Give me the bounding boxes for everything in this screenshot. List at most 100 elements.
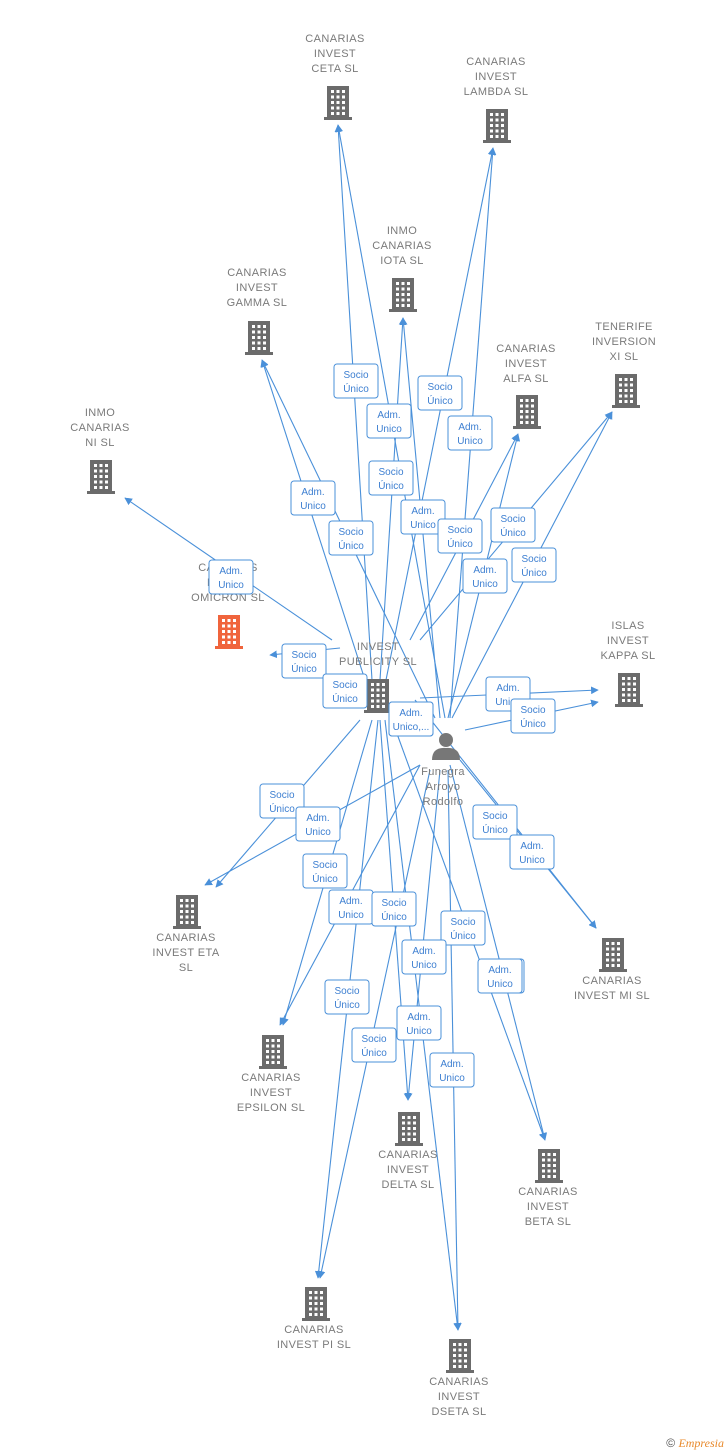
building-icon[interactable] (389, 278, 417, 312)
relation-badge[interactable]: Adm.Unico (295, 806, 341, 842)
badge-label-line: Socio (361, 1034, 386, 1045)
building-icon[interactable] (173, 895, 201, 929)
building-icon[interactable] (302, 1287, 330, 1321)
relation-badge[interactable]: Adm.Unico (290, 480, 336, 516)
building-icon[interactable] (395, 1112, 423, 1146)
building-icon[interactable] (215, 615, 243, 649)
relation-badge[interactable]: Adm.Unico (462, 558, 508, 594)
badge-label-line: Unico (519, 855, 545, 866)
relation-badge[interactable]: Adm.Unico (328, 889, 374, 925)
badge-label-line: Unico (338, 910, 364, 921)
building-icon[interactable] (612, 374, 640, 408)
company-label-line: INVEST (607, 635, 649, 647)
company-label-line: INVEST PI SL (277, 1339, 351, 1351)
building-icon[interactable] (245, 321, 273, 355)
relation-badge[interactable]: Adm.Unico (429, 1052, 475, 1088)
company-label-line: CANARIAS (372, 240, 431, 252)
building-icon[interactable] (483, 109, 511, 143)
building-icon[interactable] (324, 86, 352, 120)
badge-label-line: Unico,... (393, 722, 430, 733)
badge-label-line: Único (291, 662, 317, 675)
building-icon[interactable] (615, 673, 643, 707)
badge-label-line: Socio (338, 527, 363, 538)
company-label-line: DSETA SL (432, 1406, 487, 1418)
badge-label-line: Unico (300, 501, 326, 512)
relation-badge[interactable]: Adm.Unico (400, 499, 446, 535)
building-icon[interactable] (87, 460, 115, 494)
badge-label-line: Socio (378, 467, 403, 478)
relation-badge[interactable]: Adm.Unico (396, 1005, 442, 1041)
edge-15 (385, 147, 496, 681)
badge-label-line: Socio (381, 898, 406, 909)
company-label-line: ISLAS (611, 620, 644, 632)
company-label-line: INVERSION (592, 336, 656, 348)
relation-badge[interactable]: Adm. Unico,... (388, 701, 434, 737)
badge-label-line: Adm. (488, 965, 511, 976)
badge-label-line: Adm. (440, 1059, 463, 1070)
building-icon[interactable] (259, 1035, 287, 1069)
relation-badge[interactable]: Adm.Unico (477, 958, 523, 994)
company-label-line: INVEST (527, 1201, 569, 1213)
badge-label-line: Adm. (399, 708, 422, 719)
badge-label-line: Unico (457, 436, 483, 447)
relation-badge[interactable]: Adm.Unico (401, 939, 447, 975)
company-label-line: XI SL (610, 351, 639, 363)
company-label-line: LAMBDA SL (464, 86, 529, 98)
building-icon[interactable] (535, 1149, 563, 1183)
footer-brand[interactable]: © Empresia (666, 1436, 724, 1451)
relation-badge[interactable]: Adm.Unico (447, 415, 493, 451)
badge-label-line: Único (378, 479, 404, 492)
relation-badge[interactable]: Adm.Unico (208, 559, 254, 595)
badge-label-line: Unico (376, 424, 402, 435)
empresia-logo: Empresia (678, 1436, 724, 1450)
company-label-line: EPSILON SL (237, 1102, 305, 1114)
badge-label-line: Socio (482, 811, 507, 822)
building-icon[interactable] (446, 1339, 474, 1373)
badge-label-line: Único (427, 394, 453, 407)
badge-label-line: Socio (334, 986, 359, 997)
badge-label-line: Único (447, 537, 473, 550)
building-icon[interactable] (364, 679, 392, 713)
building-icon[interactable] (513, 395, 541, 429)
relation-badge[interactable]: Adm.Unico (366, 403, 412, 439)
edge-11 (317, 769, 431, 1279)
company-label-line: CANARIAS (582, 975, 641, 987)
building-icon[interactable] (599, 938, 627, 972)
relation-badge[interactable]: Adm.Unico (509, 834, 555, 870)
person-name-line: Arroyo (426, 781, 461, 793)
